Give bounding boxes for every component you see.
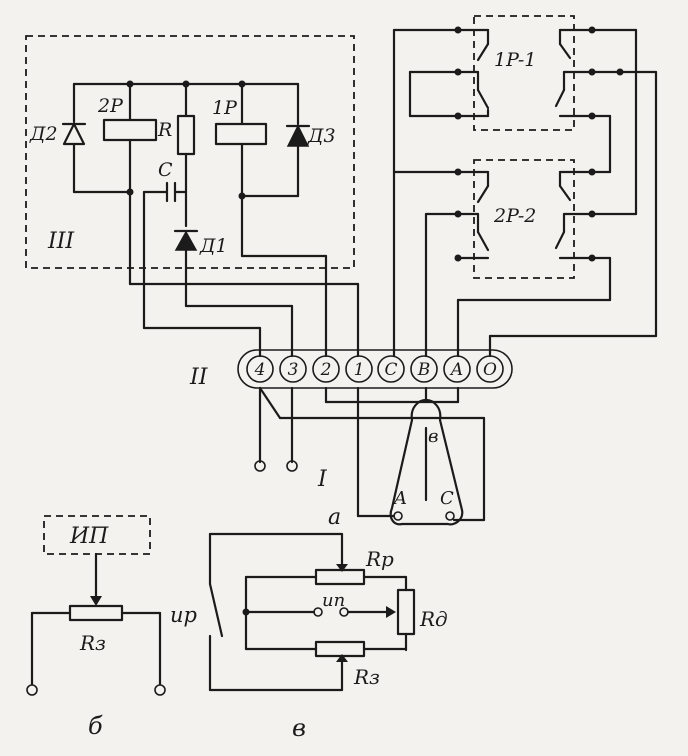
terminal-A [443,355,471,383]
up-label: uп [322,590,345,611]
ur-label: uр [170,603,197,627]
terminal-label-3: 3 [288,360,299,380]
diode-d3 [285,82,311,198]
terminal-3 [279,355,307,383]
pot-terminal-c: C [440,488,454,509]
terminal-label-1: 1 [354,360,365,380]
terminal-strip-ii [237,349,513,389]
contacts-2p2 [392,168,638,262]
diode-d1 [173,229,199,308]
contacts-1p1-label: 1P-1 [494,49,536,71]
terminal-label-A: A [449,360,463,380]
terminal-label-O: O [483,360,497,380]
rz-b-label: Rз [79,631,106,655]
pot-terminal-a: A [392,488,407,509]
terminal-label-C: C [384,360,397,380]
diode-d3-label: Д3 [307,125,336,147]
relay-2p-coil [102,82,158,286]
pot-terminal-b: в [428,426,438,447]
relay-1p-coil [214,82,268,258]
terminal-4 [246,355,274,383]
ip-box-label: ИП [69,524,109,549]
sensor-i-label: I [317,467,328,492]
capacitor-c-label: C [158,159,173,181]
block-ii-label: II [189,365,209,390]
block-iii-enclosure [25,35,355,269]
rz-v-label: Rз [353,665,380,689]
terminal-1 [345,355,373,383]
block-iii-label: III [47,229,75,254]
terminal-label-4: 4 [254,360,266,380]
contacts-2p2-enclosure [473,159,575,279]
rd-label: Rд [419,607,448,631]
fig-b-label: б [88,712,103,740]
capacitor-c [142,181,188,330]
terminal-label-2: 2 [320,360,332,380]
terminal-B [410,355,438,383]
relay-2p-label: 2P [97,95,124,117]
rp-label: Rр [365,547,394,571]
contacts-1p1 [392,26,658,120]
fig-v-label: в [292,714,306,742]
relay-1p-label: 1P [212,97,238,119]
terminal-C [377,355,405,383]
terminal-label-B: B [417,360,431,380]
resistor-rz-b [26,604,166,696]
circuit-v [208,532,416,692]
terminal-O [476,355,504,383]
resistor-r-label: R [157,119,172,141]
terminal-2 [312,355,340,383]
diode-d1-label: Д1 [199,235,228,257]
contacts-2p2-label: 2P-2 [493,205,536,227]
diode-d2 [61,82,87,194]
fig-a-label: а [328,505,341,530]
diode-d2-label: Д2 [29,123,58,145]
resistor-r [176,82,196,228]
